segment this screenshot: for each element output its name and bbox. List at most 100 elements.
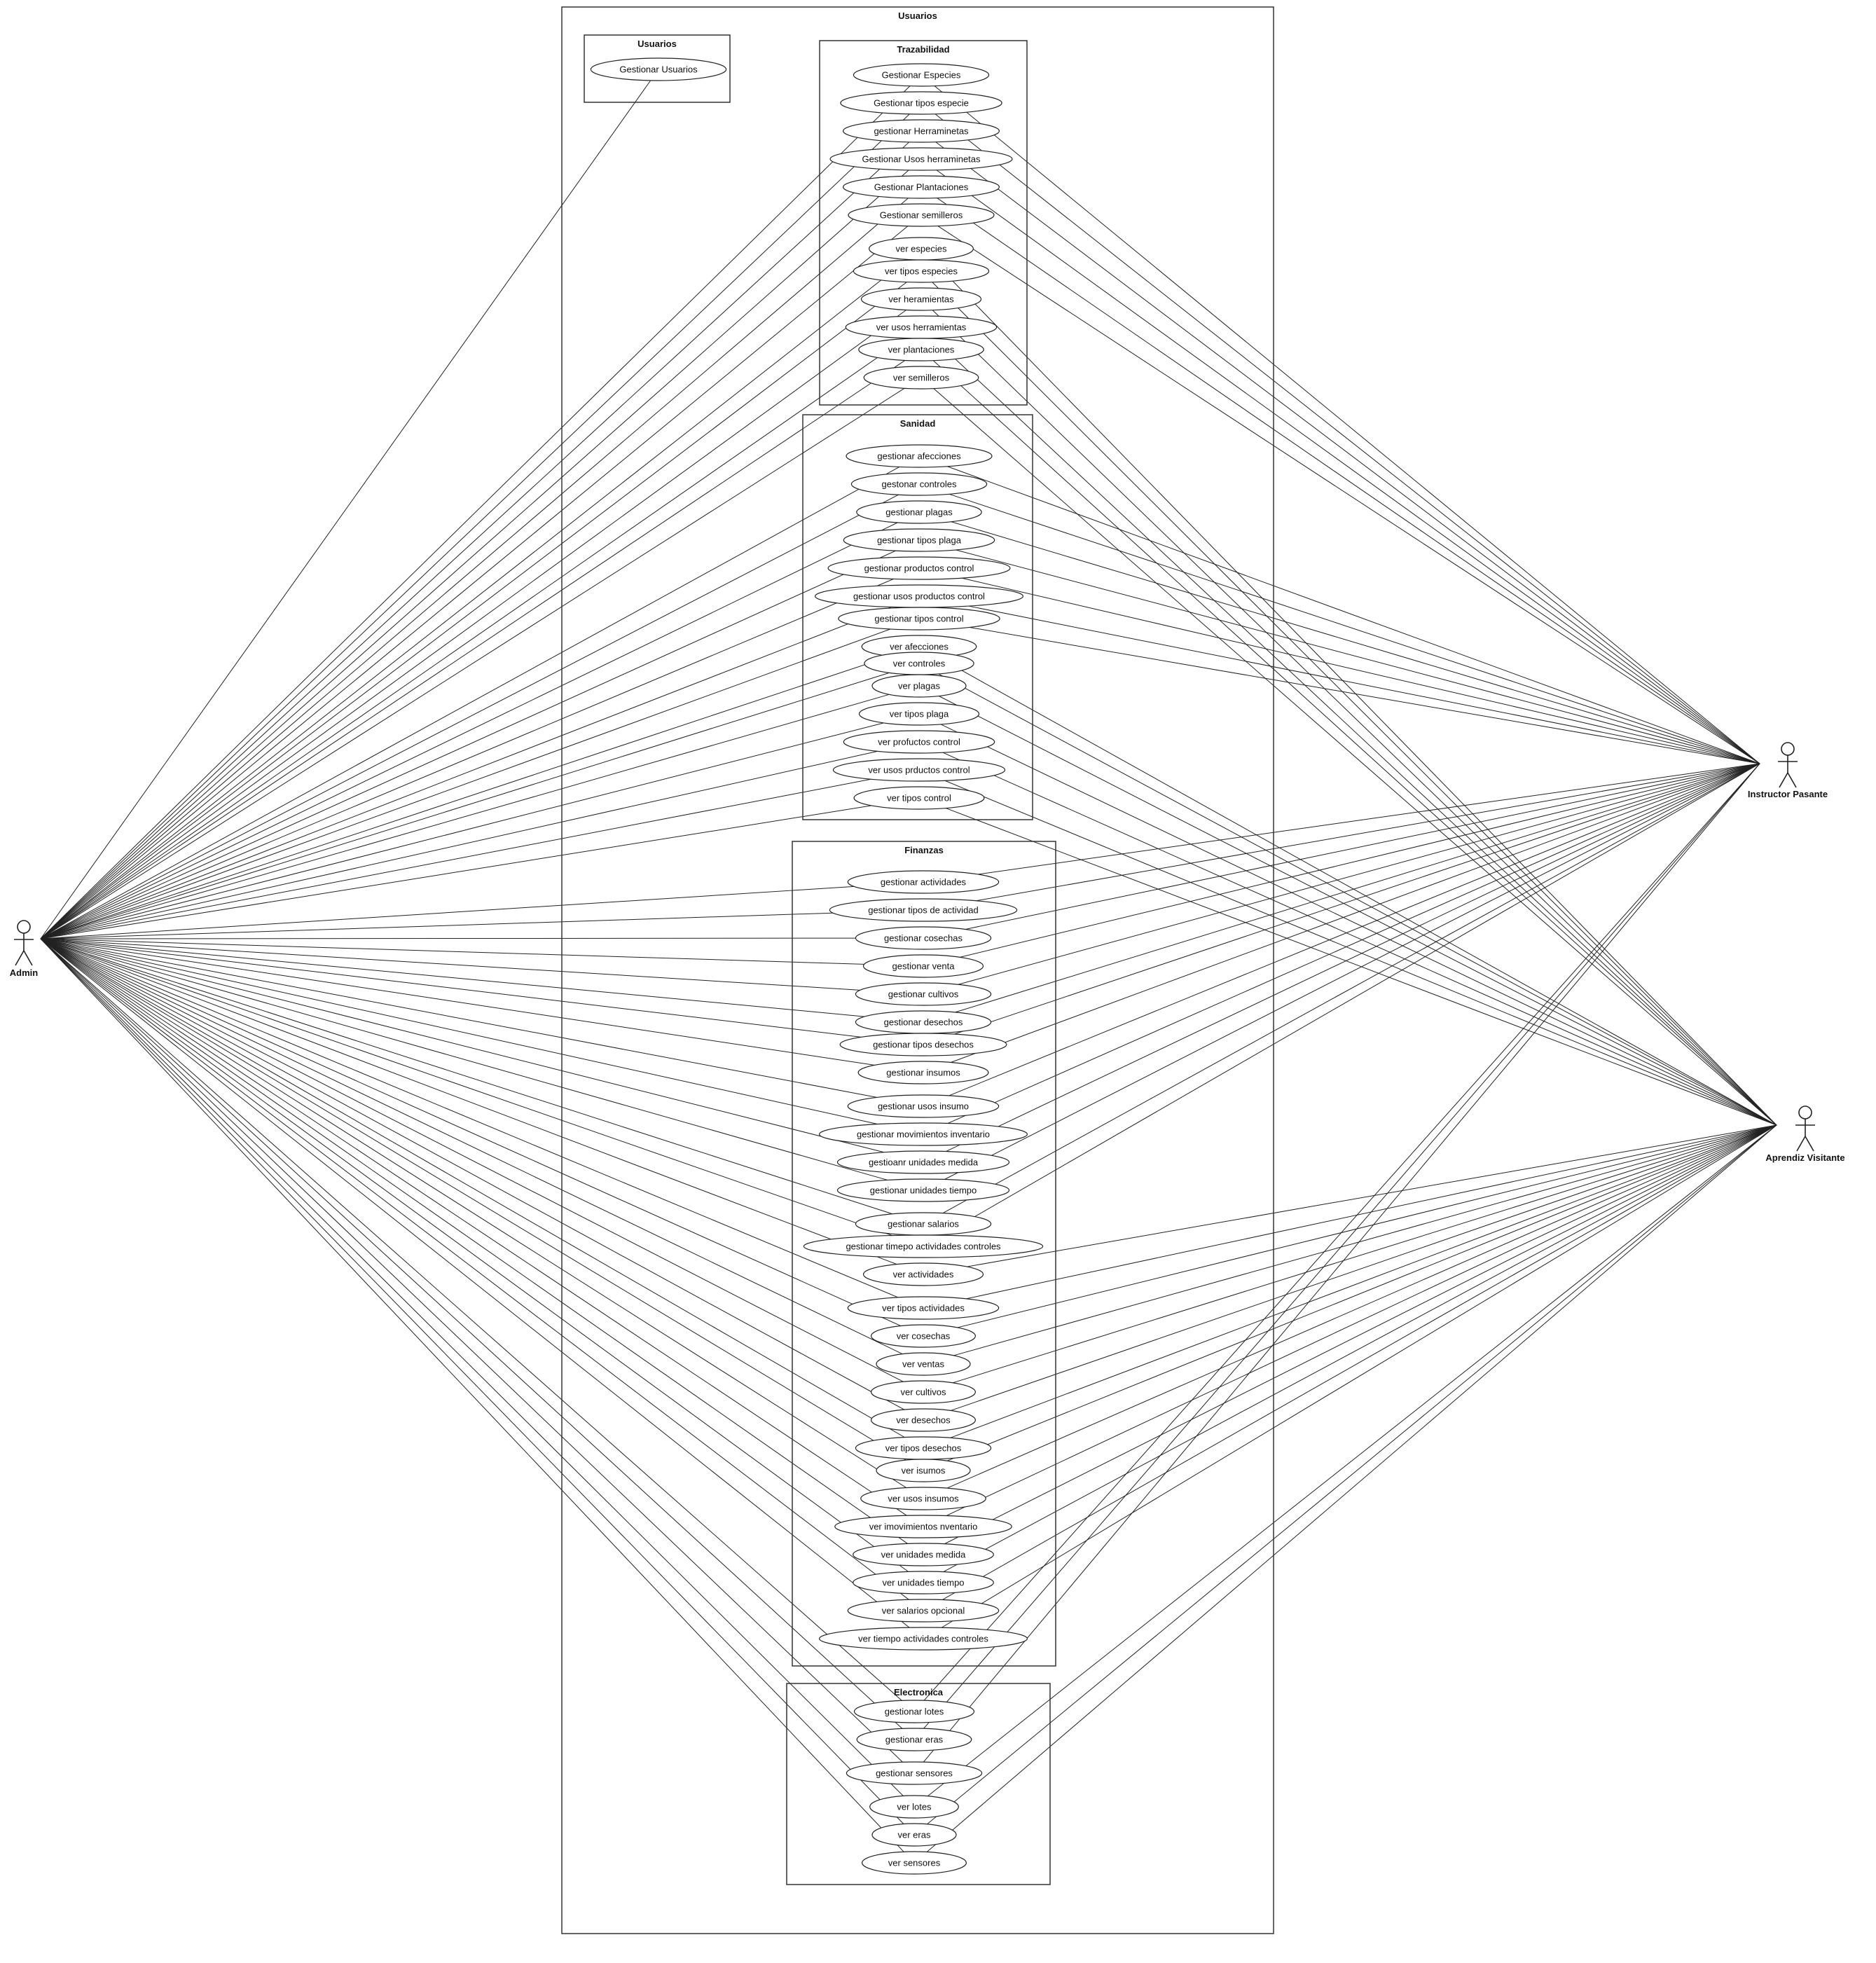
- use-case-ellipse[interactable]: [870, 1324, 976, 1348]
- use-case-ellipse[interactable]: [857, 1061, 989, 1084]
- use-case[interactable]: gestionar unidades tiempo: [836, 1178, 1010, 1202]
- use-case[interactable]: gestionar tipos plaga: [843, 528, 995, 552]
- use-case[interactable]: gestionar desechos: [855, 1010, 992, 1034]
- use-case-ellipse[interactable]: [839, 1033, 1007, 1056]
- use-case[interactable]: ver sensores: [861, 1851, 967, 1875]
- use-case-ellipse[interactable]: [847, 1599, 1000, 1623]
- use-case[interactable]: Gestionar Usuarios: [590, 57, 727, 81]
- actor-aprendiz[interactable]: Aprendiz Visitante: [1765, 1106, 1845, 1163]
- use-case[interactable]: Gestionar Plantaciones: [842, 175, 1000, 199]
- use-case-ellipse[interactable]: [842, 119, 1000, 143]
- use-case-ellipse[interactable]: [836, 1178, 1010, 1202]
- use-case-ellipse[interactable]: [829, 147, 1013, 171]
- use-case[interactable]: gestionar lotes: [853, 1700, 975, 1723]
- use-case[interactable]: gestionar tipos desechos: [839, 1033, 1007, 1056]
- use-case-ellipse[interactable]: [862, 1262, 984, 1286]
- use-case[interactable]: ver tipos plaga: [858, 702, 980, 726]
- use-case[interactable]: ver usos prductos control: [832, 758, 1006, 782]
- use-case[interactable]: ver tipos especies: [853, 259, 990, 283]
- use-case-ellipse[interactable]: [860, 287, 982, 311]
- use-case[interactable]: gestionar productos control: [827, 556, 1011, 580]
- use-case[interactable]: ver tipos actividades: [847, 1296, 1000, 1320]
- use-case-ellipse[interactable]: [870, 1408, 976, 1432]
- use-case-ellipse[interactable]: [846, 1761, 983, 1785]
- use-case-ellipse[interactable]: [862, 954, 984, 978]
- use-case[interactable]: gestioanr unidades medida: [836, 1150, 1010, 1174]
- use-case[interactable]: ver eras: [871, 1823, 957, 1847]
- use-case-ellipse[interactable]: [858, 338, 984, 361]
- use-case[interactable]: ver salarios opcional: [847, 1599, 1000, 1623]
- use-case[interactable]: ver profuctos control: [843, 730, 995, 754]
- use-case-ellipse[interactable]: [876, 1352, 971, 1376]
- use-case[interactable]: gestionar eras: [856, 1728, 972, 1751]
- use-case[interactable]: ver unidades medida: [853, 1543, 994, 1566]
- use-case[interactable]: ver ventas: [876, 1352, 971, 1376]
- use-case-ellipse[interactable]: [858, 702, 980, 726]
- use-case[interactable]: gestionar cultivos: [855, 982, 992, 1006]
- use-case[interactable]: ver unidades tiempo: [853, 1571, 994, 1594]
- use-case[interactable]: gestionar venta: [862, 954, 984, 978]
- use-case-ellipse[interactable]: [853, 1700, 975, 1723]
- use-case[interactable]: ver tipos control: [853, 786, 985, 810]
- use-case-ellipse[interactable]: [853, 1543, 994, 1566]
- use-case[interactable]: Gestionar Especies: [853, 63, 990, 87]
- use-case-ellipse[interactable]: [869, 1795, 959, 1819]
- use-case[interactable]: ver heramientas: [860, 287, 982, 311]
- use-case-ellipse[interactable]: [870, 1380, 976, 1404]
- use-case[interactable]: gestionar afecciones: [846, 444, 993, 468]
- use-case-ellipse[interactable]: [853, 63, 990, 87]
- use-case[interactable]: ver actividades: [862, 1262, 984, 1286]
- use-case[interactable]: gestionar cosechas: [855, 926, 992, 950]
- use-case-ellipse[interactable]: [853, 786, 985, 810]
- use-case-ellipse[interactable]: [848, 203, 995, 227]
- use-case[interactable]: ver tipos desechos: [855, 1436, 992, 1460]
- use-case-ellipse[interactable]: [836, 1150, 1010, 1174]
- use-case[interactable]: ver semilleros: [863, 366, 979, 390]
- use-case[interactable]: gestionar tipos de actividad: [829, 898, 1018, 922]
- use-case-ellipse[interactable]: [856, 1728, 972, 1751]
- use-case[interactable]: Gestionar tipos especie: [840, 91, 1002, 115]
- use-case-ellipse[interactable]: [871, 674, 967, 698]
- use-case-ellipse[interactable]: [843, 730, 995, 754]
- use-case[interactable]: ver desechos: [870, 1408, 976, 1432]
- use-case[interactable]: gestionar insumos: [857, 1061, 989, 1084]
- use-case[interactable]: ver lotes: [869, 1795, 959, 1819]
- use-case[interactable]: gestionar salarios: [855, 1212, 992, 1236]
- use-case[interactable]: ver afecciones: [861, 635, 977, 659]
- use-case[interactable]: ver cosechas: [870, 1324, 976, 1348]
- use-case-ellipse[interactable]: [803, 1234, 1044, 1258]
- use-case-ellipse[interactable]: [863, 366, 979, 390]
- use-case-ellipse[interactable]: [855, 926, 992, 950]
- use-case-ellipse[interactable]: [829, 898, 1018, 922]
- use-case[interactable]: ver plantaciones: [858, 338, 984, 361]
- use-case[interactable]: gestionar tipos control: [838, 607, 1000, 631]
- use-case-ellipse[interactable]: [827, 556, 1011, 580]
- actor-instructor[interactable]: Instructor Pasante: [1748, 742, 1828, 799]
- use-case-ellipse[interactable]: [838, 607, 1000, 631]
- use-case[interactable]: ver controles: [864, 652, 974, 675]
- use-case-ellipse[interactable]: [590, 57, 727, 81]
- use-case-ellipse[interactable]: [832, 758, 1006, 782]
- use-case[interactable]: Gestionar Usos herraminetas: [829, 147, 1013, 171]
- use-case-ellipse[interactable]: [855, 982, 992, 1006]
- use-case-ellipse[interactable]: [853, 1571, 994, 1594]
- use-case[interactable]: ver tiempo actividades controles: [818, 1627, 1028, 1651]
- use-case-ellipse[interactable]: [818, 1122, 1028, 1146]
- use-case[interactable]: gestionar actividades: [847, 870, 1000, 894]
- use-case[interactable]: gestionar timepo actividades controles: [803, 1234, 1044, 1258]
- use-case[interactable]: ver cultivos: [870, 1380, 976, 1404]
- use-case-ellipse[interactable]: [876, 1459, 971, 1482]
- use-case[interactable]: ver especies: [868, 237, 974, 261]
- use-case-ellipse[interactable]: [871, 1823, 957, 1847]
- use-case[interactable]: gestionar plagas: [856, 500, 982, 524]
- use-case[interactable]: gestonar controles: [850, 472, 988, 496]
- use-case-ellipse[interactable]: [847, 870, 1000, 894]
- use-case-ellipse[interactable]: [818, 1627, 1028, 1651]
- use-case-ellipse[interactable]: [860, 1487, 986, 1510]
- use-case-ellipse[interactable]: [853, 259, 990, 283]
- use-case[interactable]: Gestionar semilleros: [848, 203, 995, 227]
- use-case[interactable]: gestionar usos productos control: [814, 584, 1023, 608]
- use-case-ellipse[interactable]: [842, 175, 1000, 199]
- actor-admin[interactable]: Admin: [10, 920, 39, 978]
- use-case-ellipse[interactable]: [847, 1296, 1000, 1320]
